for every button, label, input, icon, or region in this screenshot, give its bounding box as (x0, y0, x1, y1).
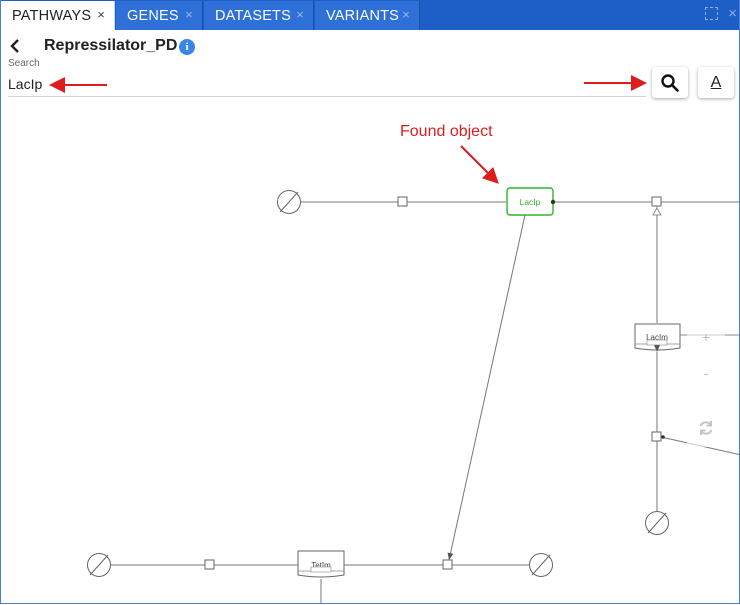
font-style-button[interactable]: A (698, 67, 734, 98)
laclm-node[interactable]: LacIm (634, 323, 681, 351)
process-node[interactable] (651, 431, 662, 442)
tetlm-node[interactable]: TetIm (297, 550, 345, 578)
port-dot (661, 435, 665, 439)
lacip-node[interactable]: LacIp (506, 187, 554, 216)
info-icon[interactable]: i (179, 39, 195, 55)
close-icon[interactable]: × (97, 7, 105, 22)
zoom-in-button[interactable]: + (687, 318, 725, 356)
close-window-icon[interactable]: × (728, 5, 737, 22)
tab-bar: PATHWAYS × GENES × DATASETS × VARIANTS ×… (1, 0, 739, 30)
tab-label: GENES (127, 7, 179, 24)
close-icon[interactable]: × (402, 7, 410, 22)
port-dot (550, 199, 556, 205)
source-sink-node[interactable] (645, 511, 669, 535)
page-title: Repressilator_PD (44, 37, 178, 54)
search-icon (661, 73, 679, 92)
stimulation-arrow (652, 207, 662, 216)
annotation-arrow (460, 145, 499, 184)
node-label: TetIm (311, 561, 331, 570)
source-sink-node[interactable] (529, 553, 553, 577)
maximize-icon[interactable] (705, 7, 719, 20)
tab-label: VARIANTS (326, 7, 400, 24)
search-label: Search (8, 58, 40, 69)
reset-view-button[interactable] (687, 409, 725, 447)
tab-label: DATASETS (215, 7, 291, 24)
search-input[interactable] (8, 72, 646, 97)
process-node[interactable] (397, 196, 408, 207)
font-icon: A (710, 73, 722, 91)
modulation-edge (447, 214, 526, 561)
window-controls: × (705, 6, 737, 22)
tab-datasets[interactable]: DATASETS × (204, 1, 314, 30)
source-sink-node[interactable] (87, 553, 111, 577)
tab-variants[interactable]: VARIANTS × (315, 1, 420, 30)
close-icon[interactable]: × (296, 7, 304, 22)
process-node[interactable] (442, 559, 453, 570)
tab-pathways[interactable]: PATHWAYS × (1, 1, 115, 30)
annotation-label: Found object (400, 123, 493, 140)
node-label: LacIm (646, 333, 668, 342)
refresh-icon (699, 421, 713, 435)
process-node[interactable] (204, 559, 215, 570)
zoom-out-button[interactable]: - (687, 354, 725, 392)
tab-genes[interactable]: GENES × (116, 1, 203, 30)
source-sink-node[interactable] (277, 190, 301, 214)
close-icon[interactable]: × (185, 7, 193, 22)
search-button[interactable] (652, 67, 688, 98)
process-node[interactable] (651, 196, 662, 207)
tab-label: PATHWAYS (12, 7, 92, 24)
node-label: LacIp (520, 197, 541, 207)
back-button[interactable] (9, 38, 21, 59)
chevron-left-icon (10, 39, 19, 53)
